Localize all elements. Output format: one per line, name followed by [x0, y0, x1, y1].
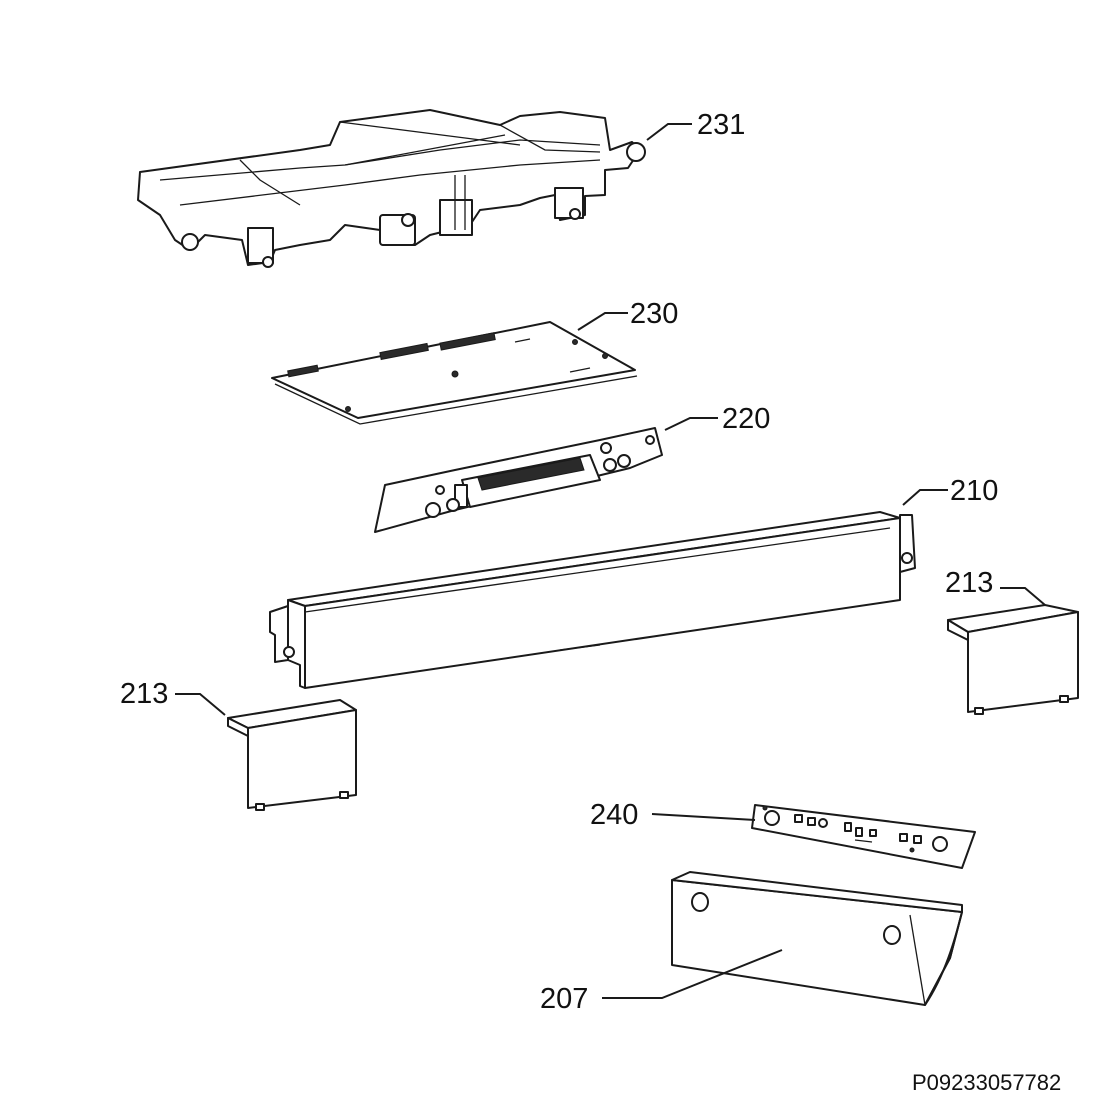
leader-line-207: [602, 949, 783, 999]
callout-210: 210: [950, 475, 998, 507]
leader-line-231: [646, 123, 692, 141]
leader-line-213-left: [175, 693, 226, 716]
part-207-handle-cover: [671, 871, 963, 1006]
callout-213-right: 213: [945, 567, 993, 599]
part-230-main-circuit-board: [271, 321, 638, 425]
callout-220: 220: [722, 403, 770, 435]
part-210-control-panel-profile: [269, 511, 916, 689]
leader-line-230: [577, 312, 628, 331]
callout-230: 230: [630, 298, 678, 330]
part-231-mounting-frame: [137, 109, 646, 268]
callout-231: 231: [697, 109, 745, 141]
callout-213-left: 213: [120, 678, 168, 710]
leader-line-213-right: [1000, 587, 1046, 606]
part-213-end-cap-left: [227, 699, 357, 811]
leader-line-210: [902, 489, 948, 506]
leader-line-240: [651, 813, 756, 821]
part-213-end-cap-right: [947, 604, 1079, 715]
leader-line-220: [664, 417, 718, 431]
reference-code: P09233057782: [912, 1070, 1061, 1095]
part-220-display-board: [374, 427, 663, 533]
callout-240: 240: [590, 799, 638, 831]
callout-207: 207: [540, 983, 588, 1015]
part-240-button-board: [751, 804, 976, 869]
